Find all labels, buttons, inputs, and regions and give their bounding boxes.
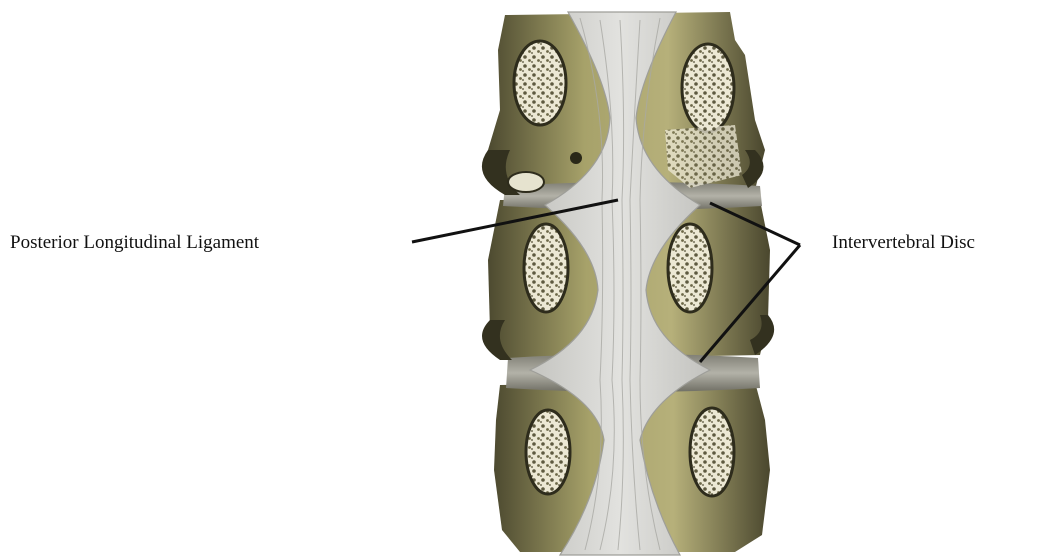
pedicle-section xyxy=(690,408,734,496)
pedicle-section xyxy=(526,410,570,494)
label-posterior-longitudinal-ligament: Posterior Longitudinal Ligament xyxy=(10,233,259,252)
pedicle-section xyxy=(514,41,566,125)
pedicle-section xyxy=(682,44,734,132)
pedicle-section xyxy=(668,224,712,312)
label-intervertebral-disc: Intervertebral Disc xyxy=(832,233,975,252)
pedicle-section xyxy=(524,224,568,312)
